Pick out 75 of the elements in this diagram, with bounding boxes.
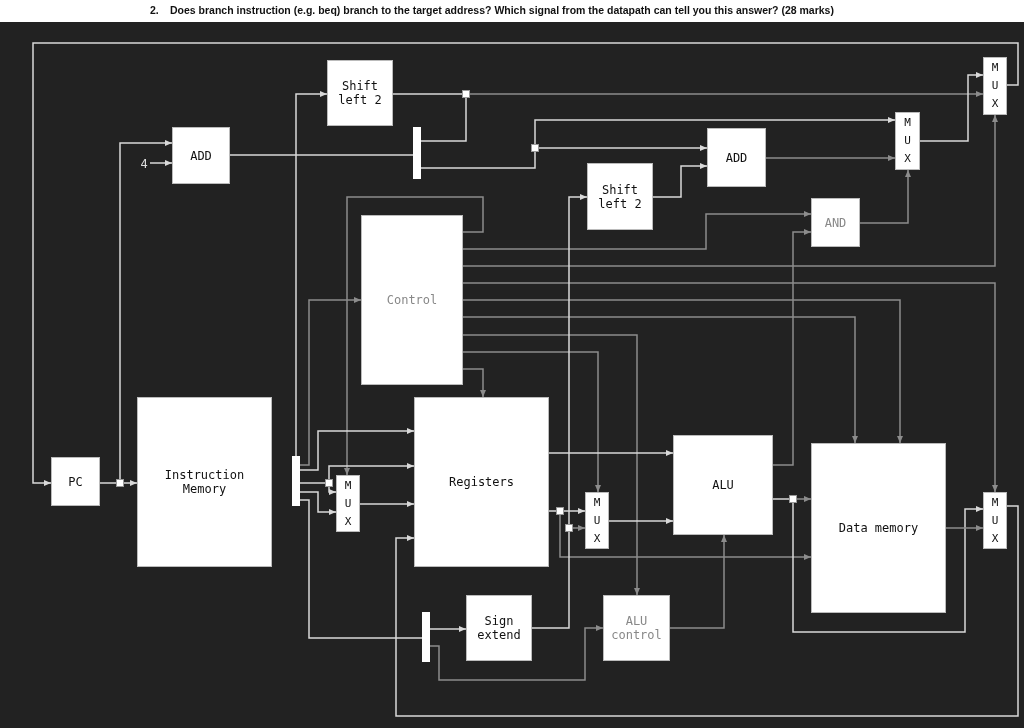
arrow: [652, 163, 708, 198]
arrow: [462, 334, 640, 596]
arrow: [559, 514, 812, 560]
arrow: [608, 518, 674, 524]
question-number: 2.: [150, 4, 159, 16]
arrow: [119, 140, 173, 480]
block-box: Sign extend: [466, 595, 532, 661]
arrow: [344, 196, 484, 476]
arrow: [462, 316, 858, 444]
arrow: [395, 505, 1019, 717]
block-box: Data memory: [811, 443, 946, 613]
block-box: ALU: [673, 435, 773, 535]
arrow: [796, 496, 812, 502]
block-box: ADD: [707, 128, 766, 187]
splitter-bar: [413, 127, 421, 179]
splitter-bar: [422, 612, 430, 662]
arrow: [299, 297, 362, 466]
arrow: [563, 508, 586, 514]
connector-line: [299, 482, 326, 484]
multiplexer-box: M U X: [983, 492, 1007, 549]
multiplexer-box: M U X: [585, 492, 609, 549]
arrow: [32, 42, 1019, 486]
arrow: [359, 501, 415, 507]
arrow: [299, 428, 415, 471]
arrow: [919, 72, 984, 142]
arrow: [429, 626, 467, 632]
block-box: Registers: [414, 397, 549, 567]
multiplexer-box: M U X: [895, 112, 920, 170]
connector-line: [420, 151, 536, 169]
arrow: [462, 299, 903, 444]
arrow: [469, 91, 984, 97]
arrow: [328, 463, 415, 480]
multiplexer-box: M U X: [983, 57, 1007, 115]
constant-label: 4: [138, 155, 150, 173]
question-text: Does branch instruction (e.g. beq) branch to the target address? Which signal from the datapath can tell you this answer? (28 marks): [170, 4, 834, 16]
arrow: [149, 160, 173, 166]
arrow: [568, 194, 588, 525]
arrow: [572, 525, 586, 531]
arrow: [462, 114, 998, 267]
block-box: Control: [361, 215, 463, 385]
connector-line: [229, 154, 414, 156]
connector-line: [531, 531, 570, 629]
block-box: Shift left 2: [327, 60, 393, 126]
arrow: [328, 486, 337, 495]
arrow: [765, 155, 896, 161]
arrow: [534, 117, 896, 145]
block-box: ADD: [172, 127, 230, 184]
arrow: [462, 211, 812, 250]
arrow: [123, 480, 138, 486]
arrow: [792, 502, 984, 633]
arrow: [429, 625, 604, 681]
arrow: [538, 145, 708, 151]
block-box: Shift left 2: [587, 163, 653, 230]
arrow: [462, 351, 601, 493]
arrow: [669, 534, 727, 629]
arrow: [548, 450, 674, 456]
block-box: ALU control: [603, 595, 670, 661]
connector-line: [548, 510, 557, 512]
block-box: Instruction Memory: [137, 397, 272, 567]
arrow: [462, 282, 998, 493]
block-box: PC: [51, 457, 100, 506]
arrow: [945, 525, 984, 531]
arrow: [462, 368, 486, 398]
arrow: [859, 169, 911, 224]
connector-line: [99, 482, 117, 484]
connector-line: [420, 97, 467, 142]
arrow: [295, 91, 328, 457]
connector-line: [772, 498, 790, 500]
connector-line: [392, 93, 463, 95]
arrow: [299, 491, 337, 515]
arrow: [772, 229, 812, 466]
multiplexer-box: M U X: [336, 475, 360, 532]
splitter-bar: [292, 456, 300, 506]
connector-line: [299, 499, 423, 639]
block-box: AND: [811, 198, 860, 247]
